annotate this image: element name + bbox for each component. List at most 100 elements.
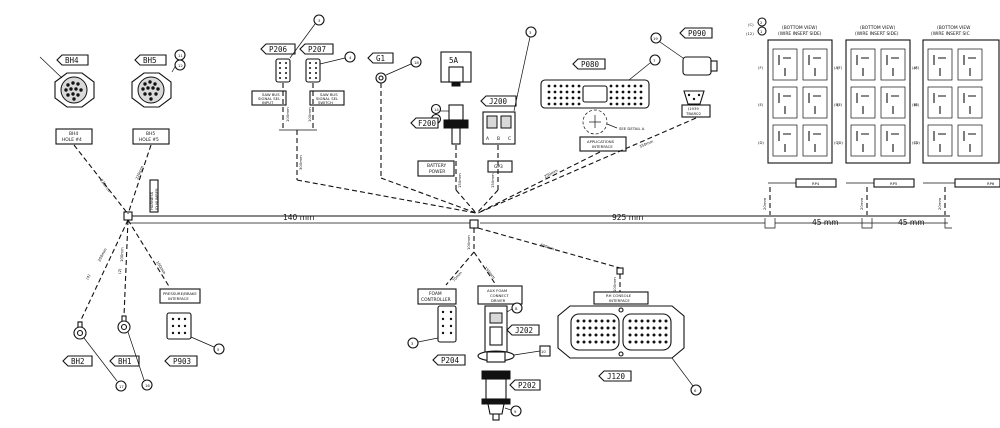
svg-text:20mm: 20mm [762,197,767,210]
j200-group: A B C J200 3 GP3 150mm [476,26,537,214]
svg-text:(D): (D) [837,140,843,145]
svg-text:(4): (4) [84,273,91,281]
svg-text:(C): (C) [834,140,840,145]
svg-text:A: A [486,136,489,142]
svg-text:BATTERY: BATTERY [427,163,447,169]
svg-text:HOLE #4: HOLE #4 [62,137,82,143]
svg-text:RP5: RP5 [890,181,898,186]
svg-text:(WIRE INSERT SIC: (WIRE INSERT SIC [931,31,970,37]
see-detail-a: SEE DETAIL A [619,126,645,131]
svg-text:BH5: BH5 [143,56,157,65]
svg-text:INTERFACE: INTERFACE [609,298,630,303]
dim-140: 140 mm [283,213,314,222]
svg-text:(F): (F) [914,65,920,70]
left-lower-group: (4) 200mm (2) 100mm 100mm BH2 17 BH1 16 … [62,219,225,392]
svg-text:(A): (A) [834,65,840,70]
balloon-7 [649,54,661,66]
svg-text:(E): (E) [758,102,764,107]
svg-text:P207: P207 [308,45,326,54]
svg-text:(E): (E) [914,102,920,107]
svg-text:(B): (B) [834,102,840,107]
j1939-label [681,104,711,118]
svg-text:(F): (F) [837,65,843,70]
svg-text:5: 5 [217,347,220,352]
svg-text:(WIRE INSERT SIDE): (WIRE INSERT SIDE) [778,31,822,37]
svg-text:6: 6 [694,388,697,393]
bh4-tag [56,54,89,66]
svg-text:P204: P204 [441,356,460,365]
svg-text:C: C [508,136,511,142]
bottom-views: (BOTTOM VIEW) (WIRE INSERT SIDE) (BOTTOM… [746,17,1000,215]
dim-45-b: 45 mm [898,218,925,227]
p207-connector [305,58,321,83]
svg-text:TBAR02: TBAR02 [685,111,702,116]
svg-text:G1: G1 [376,54,385,63]
bh5-tag [134,54,167,66]
callout-10 [539,345,551,357]
bh1-tag [109,355,140,367]
svg-text:BH4: BH4 [65,56,79,65]
svg-text:SAW BUS: SAW BUS [262,92,280,97]
svg-text:(B): (B) [912,102,918,107]
svg-text:20mm: 20mm [859,197,864,210]
svg-text:300mm: 300mm [298,155,303,170]
svg-text:POWER: POWER [429,169,445,175]
p090-connector [682,56,712,76]
svg-text:2: 2 [760,20,763,25]
balloon-19 [650,32,662,44]
svg-text:SIGNAL SEL: SIGNAL SEL [316,96,339,101]
svg-text:3: 3 [411,341,414,346]
svg-text:AUX FOAM: AUX FOAM [487,288,507,293]
p080-group: P080 7 SEE DETAIL A APPLICATIONS INTERFA… [477,54,661,214]
svg-text:B: B [497,136,500,142]
j202-tag [506,324,540,336]
svg-text:7: 7 [653,58,656,63]
bh4-bh5-group: BH4 BH5 11 12 BH4 HOLE #4 BH5 HOLE #5 22… [39,49,186,215]
svg-text:100mm: 100mm [285,107,290,122]
svg-text:BH5: BH5 [146,131,155,137]
balloon-17 [115,380,127,392]
svg-text:(E): (E) [837,102,843,107]
bh5-wire-bundle [141,80,160,101]
svg-text:INTERFACE: INTERFACE [592,144,613,149]
p204-tag [432,354,466,366]
svg-text:3: 3 [529,30,532,35]
balloon-4 [344,51,356,63]
svg-text:DRIVER: DRIVER [491,298,506,303]
svg-text:100mm: 100mm [466,235,471,250]
aux-foam-label [477,285,523,305]
bh4-hole-label [55,128,93,145]
svg-text:(2): (2) [117,268,122,274]
svg-text:PRESSURE/BRAKE: PRESSURE/BRAKE [163,291,197,296]
apps-interface-label [579,136,627,152]
svg-text:HOLE #5: HOLE #5 [139,137,159,143]
svg-text:(C): (C) [748,22,754,27]
svg-text:P903: P903 [173,357,191,366]
rp6-bottom-view [922,39,1000,164]
svg-text:(A): (A) [912,65,918,70]
svg-text:70mm: 70mm [451,270,463,283]
balloon-2 [757,17,767,27]
svg-text:100mm: 100mm [612,277,617,292]
p206-note [251,90,287,106]
svg-text:RP6: RP6 [987,181,995,186]
svg-text:J1939: J1939 [687,106,699,111]
bh2-tag [62,355,93,367]
dim-45-a: 45 mm [812,218,839,227]
svg-text:5A: 5A [449,56,459,65]
j200-tag [480,95,517,107]
svg-text:20mm: 20mm [937,197,942,210]
p206-connector [275,58,291,83]
svg-text:220mm: 220mm [134,165,144,181]
svg-text:(F): (F) [758,65,764,70]
balloon-16 [141,379,153,391]
svg-text:150mm: 150mm [483,265,496,280]
balloon-12 [174,59,186,71]
svg-text:J120: J120 [607,372,626,381]
svg-text:(D): (D) [758,140,764,145]
balloon-3-p204 [407,337,419,349]
p903-tag [164,355,198,367]
p207-note [309,90,345,106]
svg-text:220mm: 220mm [99,178,112,193]
